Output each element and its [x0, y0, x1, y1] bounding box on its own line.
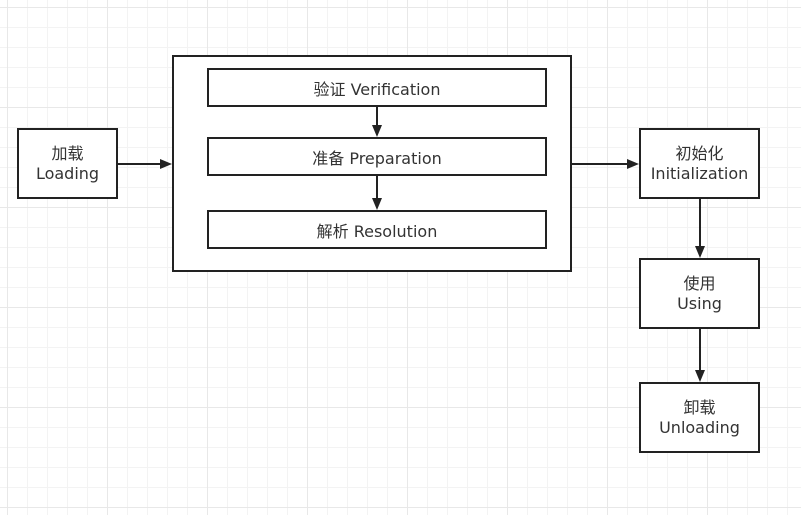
- node-preparation-label: 准备 Preparation: [312, 148, 442, 168]
- node-using-label-en: Using: [677, 293, 722, 313]
- node-using-label-cn: 使用: [683, 273, 716, 293]
- arrowhead-initialization-to-using: [695, 246, 705, 258]
- node-unloading-label-cn: 卸载: [683, 397, 716, 417]
- node-initialization-label-cn: 初始化: [675, 143, 724, 163]
- node-using: 使用 Using: [639, 258, 760, 329]
- node-resolution: 解析 Resolution: [207, 210, 547, 249]
- arrowhead-loading-to-linking: [160, 159, 172, 169]
- node-loading-label-cn: 加载: [51, 143, 84, 163]
- arrowhead-linking-to-initialization: [627, 159, 639, 169]
- node-unloading: 卸载 Unloading: [639, 382, 760, 453]
- arrowhead-using-to-unloading: [695, 370, 705, 382]
- node-unloading-label-en: Unloading: [659, 417, 740, 437]
- node-loading-label-en: Loading: [35, 163, 100, 183]
- node-resolution-label: 解析 Resolution: [316, 221, 438, 241]
- arrowhead-preparation-to-resolution: [372, 198, 382, 210]
- node-preparation: 准备 Preparation: [207, 137, 547, 176]
- arrowhead-verification-to-preparation: [372, 125, 382, 137]
- node-initialization: 初始化 Initialization: [639, 128, 760, 199]
- node-verification-label: 验证 Verification: [313, 79, 441, 99]
- node-initialization-label-en: Initialization: [650, 163, 749, 183]
- node-verification: 验证 Verification: [207, 68, 547, 107]
- node-loading: 加载 Loading: [17, 128, 118, 199]
